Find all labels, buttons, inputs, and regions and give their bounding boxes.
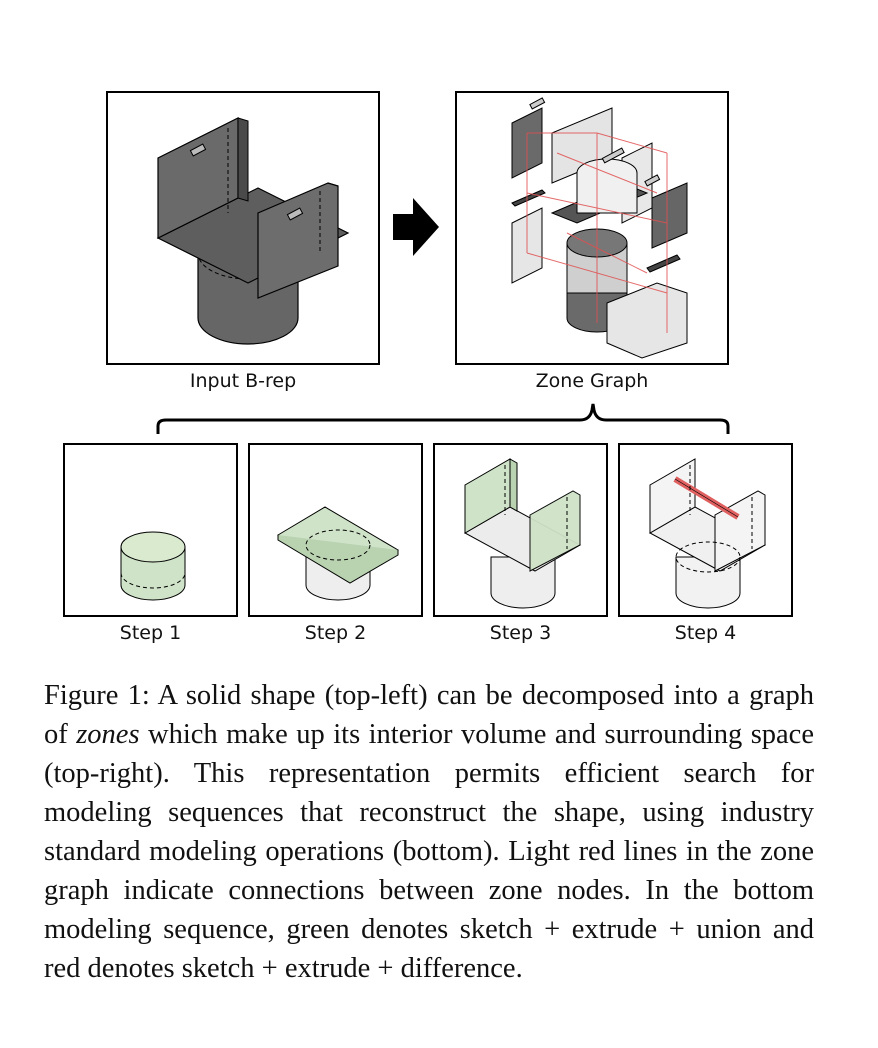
step-1-illustration (120, 531, 186, 601)
input-brep-illustration (156, 117, 350, 345)
step-2-illustration (277, 506, 399, 601)
zone-graph-panel (455, 91, 729, 365)
input-brep-panel (106, 91, 380, 365)
arrow-right-icon (393, 198, 439, 256)
step-2-panel (248, 443, 423, 617)
zone-graph-illustration (511, 97, 688, 359)
grouping-brace (156, 403, 730, 434)
caption-emphasis: zones (76, 719, 140, 750)
step-3-panel (433, 443, 608, 617)
caption-prefix: Figure 1: A solid shape (top-left) can b… (44, 680, 814, 750)
figure-caption: Figure 1: A solid shape (top-left) can b… (44, 676, 814, 988)
step-4-illustration (648, 458, 767, 609)
step-2-label: Step 2 (304, 622, 367, 644)
step-3-illustration (463, 458, 582, 609)
zone-graph-label: Zone Graph (535, 370, 649, 392)
step-4-label: Step 4 (674, 622, 737, 644)
caption-suffix: which make up its interior volume and su… (44, 719, 814, 984)
input-brep-label: Input B-rep (189, 370, 297, 392)
step-1-label: Step 1 (119, 622, 182, 644)
step-1-panel (63, 443, 238, 617)
step-4-panel (618, 443, 793, 617)
step-3-label: Step 3 (489, 622, 552, 644)
